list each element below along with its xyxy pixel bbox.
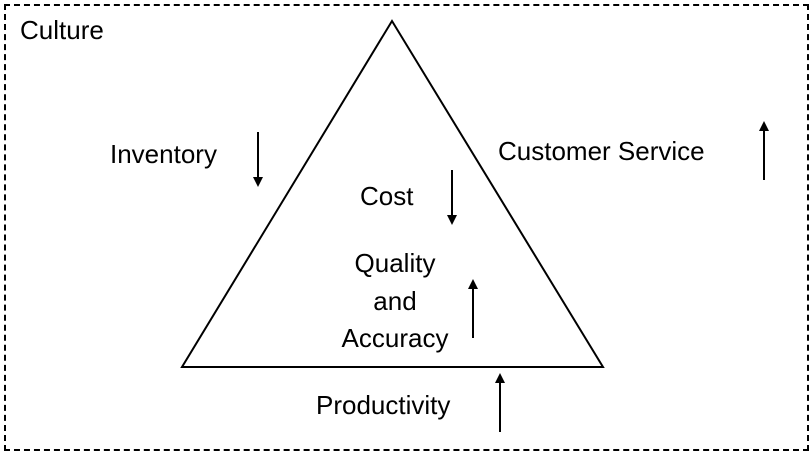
culture-frame (4, 4, 809, 451)
cost-label: Cost (360, 181, 414, 211)
quality-label-line3: Accuracy (341, 323, 449, 353)
quality-label-line2: and (373, 286, 417, 316)
triangle (180, 19, 605, 368)
inventory-label: Inventory (110, 139, 217, 169)
productivity-label: Productivity (316, 390, 451, 420)
culture-label: Culture (20, 15, 104, 45)
customer-service-label: Customer Service (498, 136, 705, 166)
quality-label-line1: Quality (354, 248, 436, 278)
